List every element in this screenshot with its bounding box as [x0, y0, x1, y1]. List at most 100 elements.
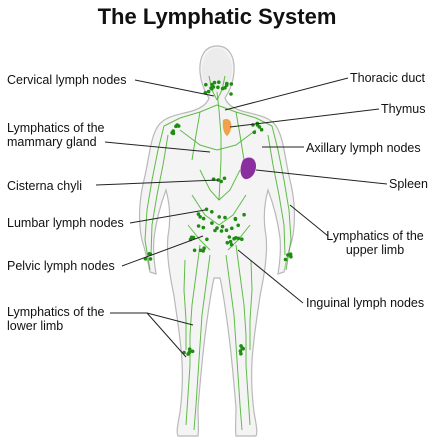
lymph-node: [259, 127, 264, 132]
lymph-node: [257, 125, 262, 129]
label-upper-limb-line2: upper limb: [345, 243, 405, 257]
lymph-node: [283, 257, 288, 262]
leader-lumbar: [129, 209, 206, 224]
lymph-node: [233, 217, 238, 222]
lymph-node: [210, 221, 214, 225]
lymph-vessel: [249, 259, 253, 350]
lymph-node: [192, 248, 197, 253]
lymph-node: [240, 346, 244, 350]
leader-lower-limb-b: [146, 312, 187, 358]
lymph-node: [239, 351, 243, 356]
lymph-vessel: [193, 254, 211, 431]
lymph-vessel: [150, 134, 169, 256]
lymph-node: [224, 228, 229, 232]
lymph-node: [217, 215, 221, 219]
label-lumbar-lymph-nodes: Lumbar lymph nodes: [7, 216, 124, 230]
lymph-node: [216, 85, 220, 90]
lymph-node: [196, 224, 201, 228]
label-inguinal-lymph-nodes: Inguinal lymph nodes: [306, 296, 425, 310]
lymph-node: [148, 257, 153, 261]
lymph-node: [170, 131, 174, 135]
lymph-node: [252, 130, 257, 135]
lymph-vessel: [187, 224, 211, 251]
label-upper-limb-line1: Lymphatics of the: [326, 229, 424, 243]
leader-spleen: [255, 169, 388, 185]
lymph-node: [219, 179, 223, 184]
lymph-node: [229, 82, 234, 86]
lymph-node: [288, 252, 293, 256]
lymph-node: [204, 82, 208, 87]
lymph-node: [223, 215, 227, 220]
lymph-node: [224, 83, 229, 87]
lymph-node: [204, 207, 209, 212]
lymph-node: [220, 86, 225, 91]
label-pelvic-lymph-nodes: Pelvic lymph nodes: [7, 259, 115, 273]
lymph-node: [215, 226, 219, 230]
thymus-organ: [222, 119, 232, 136]
lymph-node: [229, 92, 233, 96]
lymph-node: [190, 349, 195, 354]
lymph-vessel: [216, 129, 257, 151]
lymph-node: [205, 237, 209, 242]
label-spleen: Spleen: [389, 177, 428, 191]
label-thoracic-duct: Thoracic duct: [350, 71, 426, 85]
lymph-vessel: [144, 125, 165, 271]
lymph-vessel: [216, 104, 273, 127]
lymph-vessel: [225, 254, 243, 431]
lymph-vessel: [267, 134, 286, 256]
lymph-vessels: [144, 75, 292, 431]
lymph-node: [201, 225, 206, 230]
lymph-vessel: [235, 111, 245, 161]
body-silhouette: [138, 45, 296, 437]
lymph-vessel: [235, 244, 251, 426]
lymph-node: [176, 124, 181, 128]
lymph-vessel: [199, 169, 241, 201]
lymph-vessel: [163, 104, 218, 127]
lymph-node: [201, 216, 206, 221]
leader-mammary: [104, 141, 211, 153]
spleen-organ: [240, 157, 256, 180]
leader-upper-limb: [289, 204, 329, 237]
lymph-node: [196, 212, 201, 216]
lymph-vessel: [179, 129, 218, 151]
label-lower-limb-line2: lower limb: [7, 319, 64, 333]
label-lower-limb-line1: Lymphatics of the: [7, 305, 105, 319]
leader-pelvic: [121, 235, 204, 267]
lymph-node: [286, 253, 290, 257]
lymph-vessel: [271, 125, 292, 271]
label-cisterna-chyli: Cisterna chyli: [7, 179, 83, 193]
lymph-node: [227, 235, 232, 239]
label-cervical-lymph-nodes: Cervical lymph nodes: [7, 73, 127, 87]
label-mammary-line1: Lymphatics of the: [7, 121, 105, 135]
leader-lines: [95, 77, 388, 358]
leader-cisterna: [95, 179, 219, 186]
lymph-node: [198, 248, 203, 253]
lymph-node: [186, 352, 190, 356]
lymph-nodes: [143, 80, 293, 356]
lymph-node: [210, 82, 214, 87]
label-mammary-line2: mammary gland: [7, 135, 97, 149]
lymph-node: [187, 347, 192, 352]
lymph-node: [198, 215, 202, 219]
lymph-node: [206, 89, 211, 94]
leader-cervical: [134, 79, 215, 97]
lymph-node: [220, 224, 225, 229]
lymph-node: [236, 223, 240, 228]
lymph-node: [228, 239, 233, 244]
lymph-node: [212, 80, 217, 85]
leader-thymus: [229, 108, 380, 128]
lymph-node: [238, 349, 243, 353]
lymph-vessel: [183, 259, 187, 350]
lymph-node: [216, 178, 221, 182]
lymph-node: [229, 243, 234, 247]
lymph-node: [189, 235, 194, 240]
lymph-node: [219, 229, 224, 233]
lymph-node: [236, 236, 241, 241]
lymph-node: [232, 236, 236, 241]
head-highlight: [202, 48, 232, 92]
lymph-node: [240, 237, 244, 241]
lymph-vessel: [216, 91, 222, 201]
lymph-node: [225, 240, 230, 245]
